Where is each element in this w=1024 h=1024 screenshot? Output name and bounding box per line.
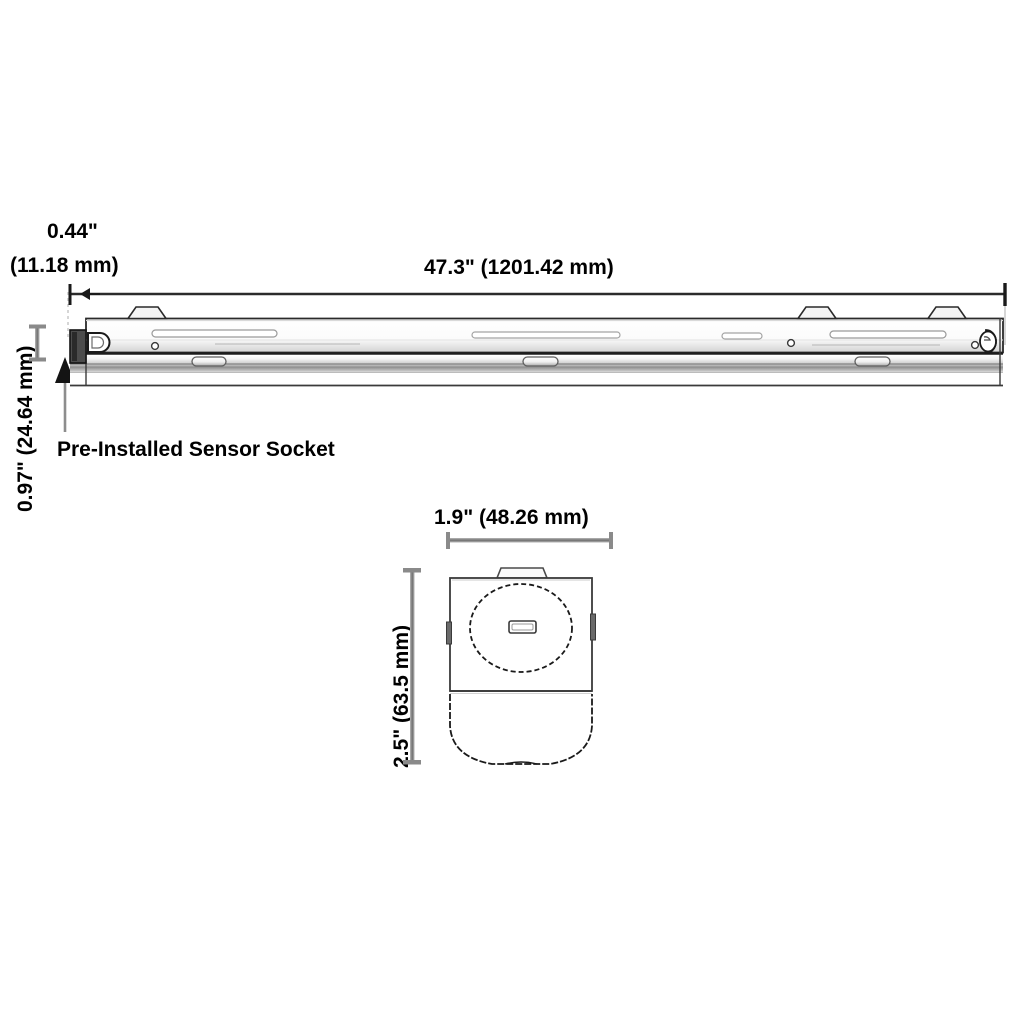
housing-slots <box>151 329 947 346</box>
sensor-height-dimension <box>403 568 421 765</box>
fixture-height-dimension <box>29 324 46 362</box>
socket-width-inches-label: 0.44" <box>47 220 98 243</box>
sensor-width-label: 1.9" (48.26 mm) <box>434 506 589 529</box>
pre-installed-sensor-socket[interactable] <box>69 329 111 364</box>
lower-band-knobs <box>191 356 891 367</box>
sensor-socket-callout-label: Pre-Installed Sensor Socket <box>57 438 335 461</box>
sensor-width-dimension <box>446 532 613 549</box>
socket-width-mm-label: (11.18 mm) <box>10 254 119 277</box>
mounting-clips <box>126 306 968 320</box>
right-end-bracket <box>979 318 1001 386</box>
overall-length-dimension <box>67 283 1007 345</box>
sensor-module <box>446 567 596 765</box>
screw-holes <box>150 338 980 351</box>
overall-length-label: 47.3" (1201.42 mm) <box>424 256 614 279</box>
linear-fixture-body <box>69 306 1004 387</box>
